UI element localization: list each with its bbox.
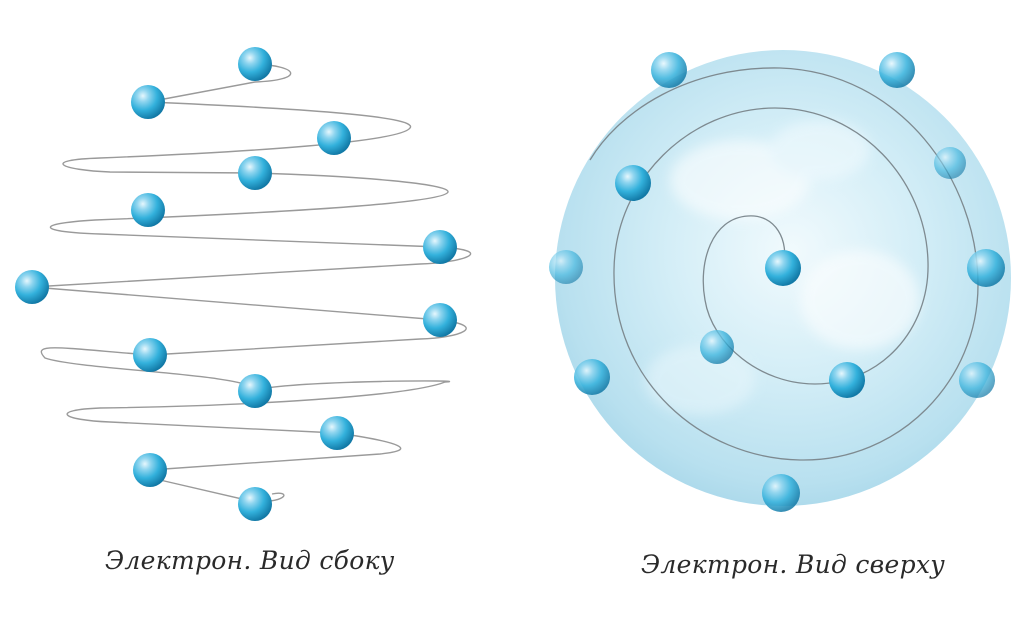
electron-sphere-icon [615,165,651,201]
electron-sphere-icon [651,52,687,88]
electron-sphere-icon [762,474,800,512]
electron-sphere-icon [317,121,351,155]
electron-sphere-icon [131,193,165,227]
electron-sphere-icon [238,487,272,521]
electron-sphere-icon [879,52,915,88]
electron-sphere-icon [238,374,272,408]
electron-sphere-icon [133,338,167,372]
side-view-group [15,47,472,521]
electron-sphere-icon [320,416,354,450]
electron-sphere-icon [765,250,801,286]
helix-path [31,63,472,503]
electron-sphere-icon [131,85,165,119]
electron-sphere-icon [423,303,457,337]
electron-sphere-icon [133,453,167,487]
electron-sphere-icon [15,270,49,304]
electron-sphere-icon [934,147,966,179]
side-view-caption: Электрон. Вид сбоку [105,546,395,575]
electron-sphere-icon [423,230,457,264]
electron-sphere-icon [829,362,865,398]
electron-sphere-icon [700,330,734,364]
electron-sphere-icon [549,250,583,284]
electron-sphere-icon [238,156,272,190]
top-view-caption: Электрон. Вид сверху [641,550,946,579]
helix-spheres [15,47,457,521]
electron-sphere-icon [959,362,995,398]
electron-sphere-icon [574,359,610,395]
electron-sphere-icon [238,47,272,81]
electron-sphere-icon [967,249,1005,287]
disc-cloud-texture [645,120,920,415]
top-view-group [549,50,1011,512]
spiral-spheres [549,52,1005,512]
